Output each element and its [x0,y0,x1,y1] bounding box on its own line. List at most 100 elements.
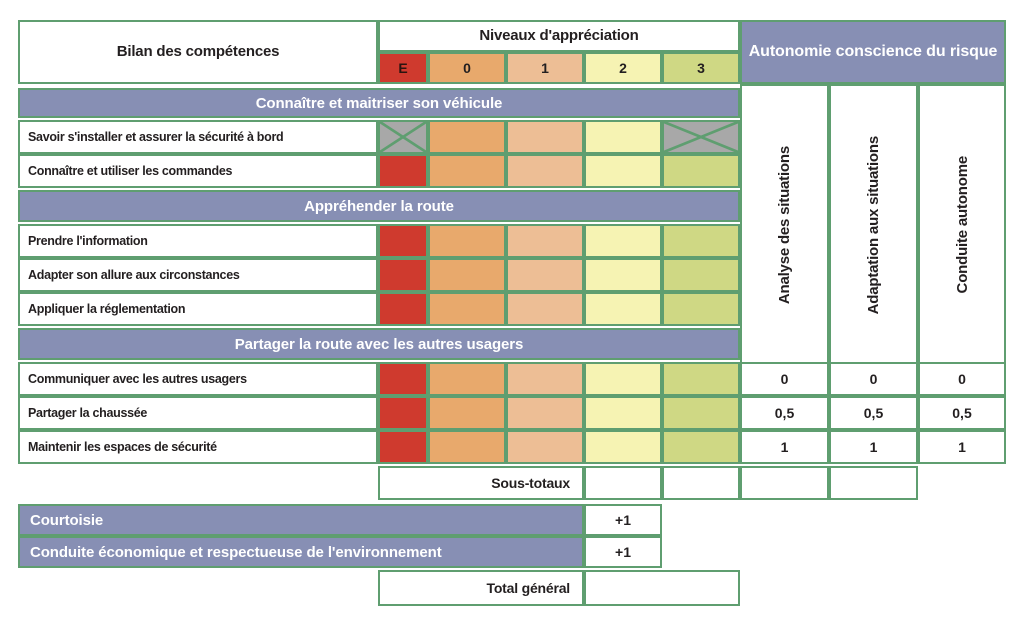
rating-cell-2[interactable] [584,120,662,154]
rating-cell-0[interactable] [428,430,506,464]
rating-cell-e[interactable] [378,258,428,292]
score-cell-conduite[interactable]: 1 [918,430,1006,464]
rating-cell-3[interactable] [662,362,740,396]
subtotal-value-cell[interactable] [740,466,829,500]
autonomy-col-adaptation-label: Adaptation aux situations [865,135,882,315]
rating-cell-2[interactable] [584,154,662,188]
total-value-cell[interactable] [584,570,740,606]
rating-cell-2[interactable] [584,292,662,326]
rating-cell-e[interactable] [378,224,428,258]
level-chip-e-label: E [398,60,408,76]
rating-cell-3[interactable] [662,224,740,258]
level-chip-1-label: 1 [541,60,549,76]
autonomy-col-conduite: Conduite autonome [918,84,1006,366]
score-cell-adaptation[interactable]: 0 [829,362,918,396]
skill-label: Savoir s'installer et assurer la sécurit… [18,120,378,154]
level-chip-2-label: 2 [619,60,627,76]
score-cell-analyse[interactable]: 0,5 [740,396,829,430]
rating-cell-0[interactable] [428,224,506,258]
skill-label: Prendre l'information [18,224,378,258]
total-label: Total général [486,579,571,596]
score-value: 0 [869,371,878,387]
rating-cell-1[interactable] [506,430,584,464]
rating-cell-e[interactable] [378,154,428,188]
rating-cell-0[interactable] [428,362,506,396]
score-value: 0,5 [774,405,795,421]
score-cell-adaptation[interactable]: 1 [829,430,918,464]
level-chip-3[interactable]: 3 [662,52,740,84]
autonomy-col-analyse-label: Analyse des situations [776,145,793,305]
rating-cell-e[interactable] [378,430,428,464]
score-value: 0,5 [863,405,884,421]
score-value: 1 [869,439,878,455]
total-label-cell: Total général [378,570,584,606]
bonus-row-courtoisie-label: Courtoisie [18,504,584,536]
rating-cell-1[interactable] [506,224,584,258]
rating-cell-3[interactable] [662,430,740,464]
level-chip-2[interactable]: 2 [584,52,662,84]
bonus-value: +1 [615,512,631,528]
rating-cell-na[interactable] [378,120,428,154]
level-chip-3-label: 3 [697,60,705,76]
rating-cell-2[interactable] [584,258,662,292]
autonomy-col-conduite-label: Conduite autonome [953,156,971,294]
cross-icon [664,122,738,152]
bonus-value: +1 [615,544,631,560]
subtotal-value-cell[interactable] [829,466,918,500]
score-cell-conduite[interactable]: 0 [918,362,1006,396]
rating-cell-3[interactable] [662,258,740,292]
rating-cell-na[interactable] [662,120,740,154]
skill-label-text: Partager la chaussée [28,406,148,420]
rating-cell-0[interactable] [428,258,506,292]
rating-cell-3[interactable] [662,396,740,430]
section-header-1: Connaître et maitriser son véhicule [18,88,740,118]
autonomy-col-analyse: Analyse des situations [740,84,829,366]
subtotal-value-cell[interactable] [584,466,662,500]
rating-cell-1[interactable] [506,258,584,292]
levels-title-text: Niveaux d'appréciation [479,27,639,45]
score-cell-analyse[interactable]: 0 [740,362,829,396]
rating-cell-e[interactable] [378,292,428,326]
rating-cell-2[interactable] [584,362,662,396]
section-header-2-label: Appréhender la route [304,197,454,215]
skill-label-text: Appliquer la réglementation [28,302,186,316]
level-chip-e[interactable]: E [378,52,428,84]
skill-label: Connaître et utiliser les commandes [18,154,378,188]
rating-cell-1[interactable] [506,396,584,430]
bonus-row-courtoisie-value[interactable]: +1 [584,504,662,536]
level-chip-0[interactable]: 0 [428,52,506,84]
score-cell-adaptation[interactable]: 0,5 [829,396,918,430]
rating-cell-2[interactable] [584,396,662,430]
rating-cell-2[interactable] [584,224,662,258]
score-value: 0,5 [952,405,972,421]
score-cell-analyse[interactable]: 1 [740,430,829,464]
levels-title-header: Niveaux d'appréciation [378,20,740,52]
rating-cell-0[interactable] [428,120,506,154]
section-header-1-label: Connaître et maitriser son véhicule [255,94,503,112]
skill-label-text: Adapter son allure aux circonstances [28,268,240,282]
bonus-label: Courtoisie [30,511,104,529]
skill-label-text: Savoir s'installer et assurer la sécurit… [28,130,284,144]
subtotals-label-cell: Sous-totaux [378,466,584,500]
rating-cell-1[interactable] [506,292,584,326]
autonomy-col-adaptation: Adaptation aux situations [829,84,918,366]
bonus-row-eco-value[interactable]: +1 [584,536,662,568]
rating-cell-0[interactable] [428,292,506,326]
rating-cell-0[interactable] [428,154,506,188]
subtotals-label: Sous-totaux [491,474,570,491]
bonus-label: Conduite économique et respectueuse de l… [30,543,442,561]
score-cell-conduite[interactable]: 0,5 [918,396,1006,430]
level-chip-1[interactable]: 1 [506,52,584,84]
rating-cell-1[interactable] [506,362,584,396]
rating-cell-e[interactable] [378,362,428,396]
skill-label: Adapter son allure aux circonstances [18,258,378,292]
rating-cell-1[interactable] [506,154,584,188]
rating-cell-3[interactable] [662,292,740,326]
rating-cell-3[interactable] [662,154,740,188]
rating-cell-2[interactable] [584,430,662,464]
subtotal-value-cell[interactable] [662,466,740,500]
rating-cell-0[interactable] [428,396,506,430]
rating-cell-e[interactable] [378,396,428,430]
bonus-row-eco-label: Conduite économique et respectueuse de l… [18,536,584,568]
rating-cell-1[interactable] [506,120,584,154]
